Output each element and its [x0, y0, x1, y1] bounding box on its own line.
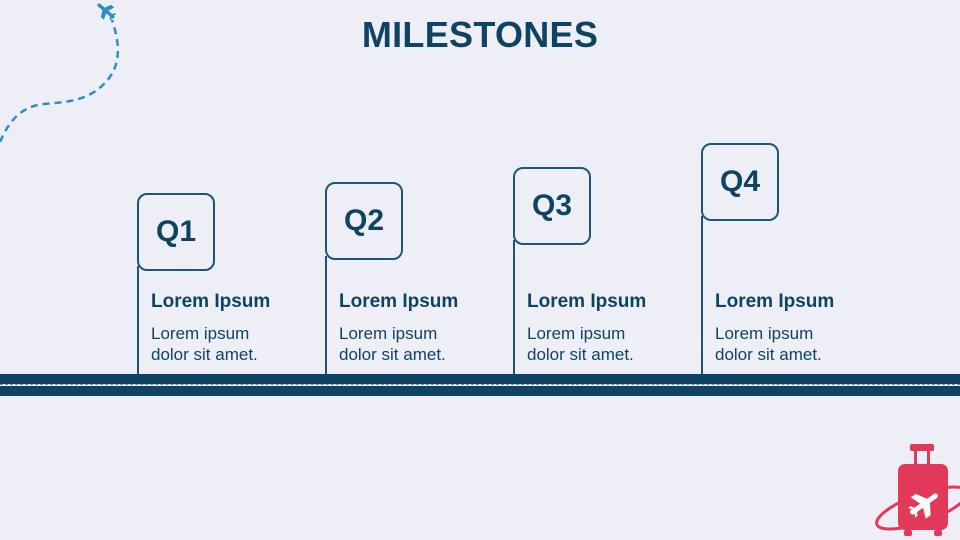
flight-path-decoration [0, 3, 120, 143]
milestone-description-line: Lorem ipsum [715, 324, 814, 343]
timeline-road-dashes [0, 384, 960, 385]
milestone-description: Lorem ipsum dolor sit amet. [715, 323, 865, 365]
airplane-icon [97, 3, 117, 21]
milestone-heading: Lorem Ipsum [527, 291, 647, 312]
milestone-heading: Lorem Ipsum [151, 291, 271, 312]
milestone-heading: Lorem Ipsum [715, 291, 835, 312]
milestone-description: Lorem ipsum dolor sit amet. [339, 323, 489, 365]
milestone-description-line: dolor sit amet. [715, 345, 822, 364]
quarter-badge-q3: Q3 [513, 167, 591, 245]
milestone-description-line: Lorem ipsum [527, 324, 626, 343]
milestone-description-line: Lorem ipsum [151, 324, 250, 343]
quarter-badge-q2: Q2 [325, 182, 403, 260]
milestone-description-line: dolor sit amet. [339, 345, 446, 364]
milestone-stem [513, 240, 515, 376]
milestone-stem [325, 256, 327, 376]
milestone-stem [137, 266, 139, 376]
timeline-road-lower [0, 386, 960, 396]
milestone-description: Lorem ipsum dolor sit amet. [527, 323, 677, 365]
milestone-description-line: dolor sit amet. [527, 345, 634, 364]
timeline-road [0, 374, 960, 384]
suitcase-icon [875, 444, 960, 536]
milestone-description: Lorem ipsum dolor sit amet. [151, 323, 301, 365]
quarter-badge-q1: Q1 [137, 193, 215, 271]
page-title: MILESTONES [361, 14, 599, 55]
milestone-description-line: dolor sit amet. [151, 345, 258, 364]
milestone-description-line: Lorem ipsum [339, 324, 438, 343]
milestone-stem [701, 216, 703, 376]
quarter-badge-q4: Q4 [701, 143, 779, 221]
milestone-heading: Lorem Ipsum [339, 291, 459, 312]
